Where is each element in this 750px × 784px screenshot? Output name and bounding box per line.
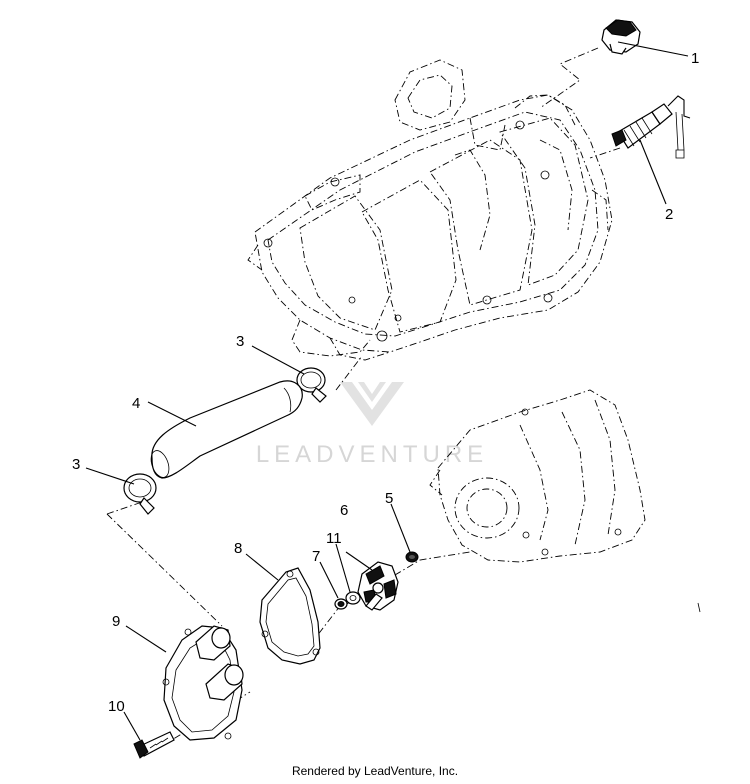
crankcase-assembly (429, 389, 701, 613)
callout-3-upper: 3 (236, 333, 244, 350)
washer (345, 591, 361, 605)
impeller (357, 561, 399, 611)
water-pump-cover (162, 625, 244, 741)
callout-9: 9 (112, 613, 120, 630)
callout-3-lower: 3 (72, 456, 80, 473)
callout-11: 11 (326, 530, 342, 547)
callout-4: 4 (132, 395, 140, 412)
callout-5: 5 (385, 490, 393, 507)
temperature-switch (611, 95, 691, 159)
cylinder-head-assembly (247, 59, 613, 361)
coolant-hose (150, 380, 303, 479)
callout-10: 10 (108, 698, 125, 715)
callout-numbers: 1 2 3 3 4 5 6 7 8 9 10 11 (72, 50, 699, 715)
callout-7: 7 (312, 548, 320, 565)
callout-6: 6 (340, 502, 348, 519)
temperature-sender (601, 19, 641, 55)
impeller-nut (334, 598, 348, 610)
watermark-text: LEADVENTURE (256, 441, 488, 468)
callout-leaders (85, 41, 689, 741)
seal (405, 551, 419, 563)
callout-8: 8 (234, 540, 242, 557)
callout-1: 1 (691, 50, 699, 67)
watermark-logo-icon (340, 382, 404, 426)
hose-clamp-lower (123, 473, 157, 515)
gasket (259, 567, 321, 665)
watermark: LEADVENTURE (256, 382, 488, 468)
cover-bolt (133, 731, 175, 759)
footer-credit: Rendered by LeadVenture, Inc. (291, 764, 459, 778)
callout-2: 2 (665, 206, 673, 223)
